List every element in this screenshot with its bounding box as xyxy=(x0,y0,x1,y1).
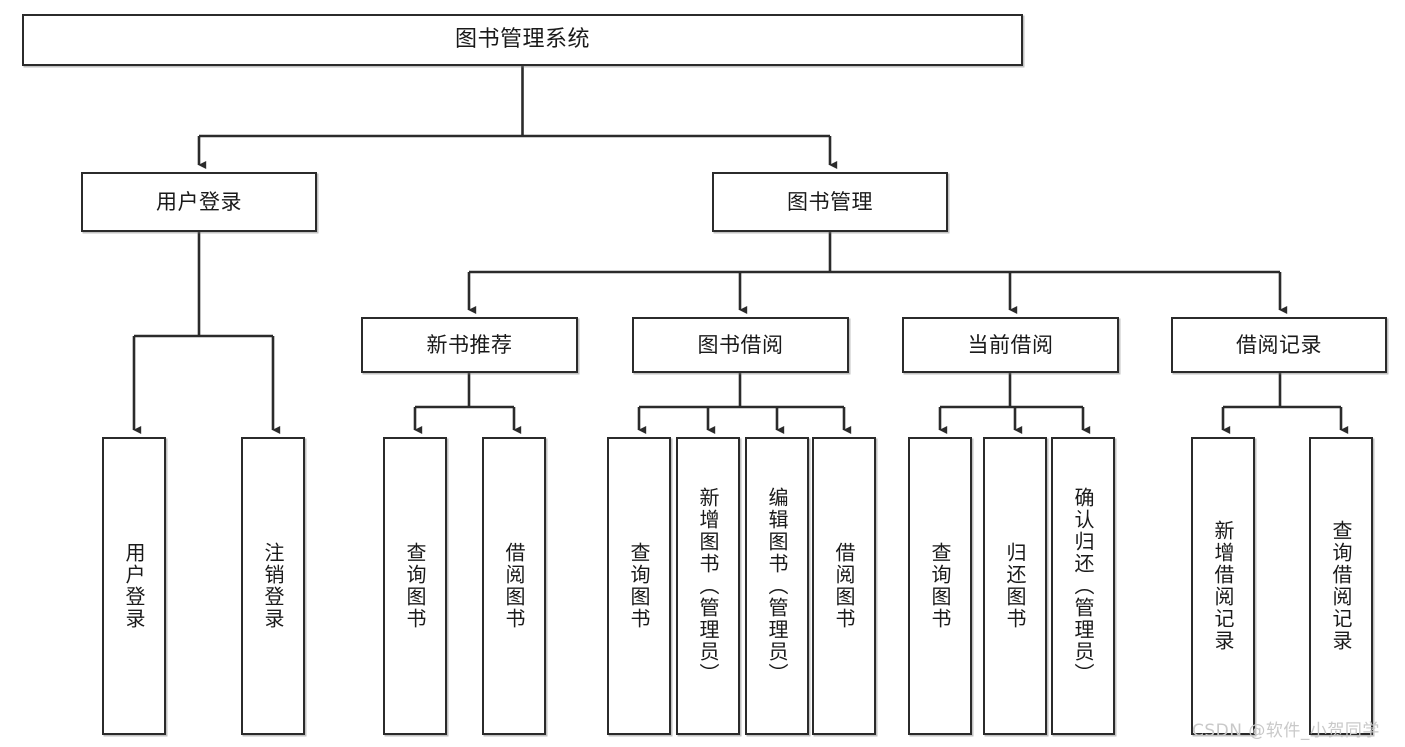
node-borrow-record[interactable]: 借阅记录 xyxy=(1171,317,1387,373)
node-leaf-edit-book-label: 编辑图书（管理员） xyxy=(765,487,789,685)
node-leaf-confirm-return[interactable]: 确认归还（管理员） xyxy=(1051,437,1115,735)
node-borrow-record-label: 借阅记录 xyxy=(1236,332,1322,357)
node-leaf-query-book-2-label: 查询图书 xyxy=(627,542,651,630)
node-book-manage[interactable]: 图书管理 xyxy=(712,172,948,232)
node-root[interactable]: 图书管理系统 xyxy=(22,14,1023,66)
node-leaf-add-book[interactable]: 新增图书（管理员） xyxy=(676,437,740,735)
node-leaf-query-book-3-label: 查询图书 xyxy=(928,542,952,630)
node-leaf-borrow-book-1-label: 借阅图书 xyxy=(502,542,526,630)
watermark: CSDN @软件_小贺同学 xyxy=(1192,716,1380,741)
node-leaf-query-book-1[interactable]: 查询图书 xyxy=(383,437,447,735)
watermark-text: CSDN @软件_小贺同学 xyxy=(1192,721,1380,741)
node-leaf-confirm-return-label: 确认归还（管理员） xyxy=(1071,487,1095,685)
node-user-login[interactable]: 用户登录 xyxy=(81,172,317,232)
node-leaf-borrow-book-1[interactable]: 借阅图书 xyxy=(482,437,546,735)
node-leaf-user-login-label: 用户登录 xyxy=(122,542,146,630)
node-leaf-add-record[interactable]: 新增借阅记录 xyxy=(1191,437,1255,735)
node-user-login-label: 用户登录 xyxy=(156,189,242,214)
node-leaf-return-book[interactable]: 归还图书 xyxy=(983,437,1047,735)
node-leaf-add-record-label: 新增借阅记录 xyxy=(1211,520,1235,652)
node-leaf-user-logout-label: 注销登录 xyxy=(261,542,285,630)
node-leaf-user-login[interactable]: 用户登录 xyxy=(102,437,166,735)
node-book-manage-label: 图书管理 xyxy=(787,189,873,214)
node-leaf-query-record[interactable]: 查询借阅记录 xyxy=(1309,437,1373,735)
node-leaf-add-book-label: 新增图书（管理员） xyxy=(696,487,720,685)
node-current-borrow[interactable]: 当前借阅 xyxy=(902,317,1119,373)
node-new-book-recommend-label: 新书推荐 xyxy=(426,332,513,357)
node-book-borrow-label: 图书借阅 xyxy=(697,332,784,357)
node-leaf-query-book-2[interactable]: 查询图书 xyxy=(607,437,671,735)
node-leaf-borrow-book-2[interactable]: 借阅图书 xyxy=(812,437,876,735)
node-book-borrow[interactable]: 图书借阅 xyxy=(632,317,849,373)
node-leaf-query-book-1-label: 查询图书 xyxy=(403,542,427,630)
node-root-label: 图书管理系统 xyxy=(454,27,590,53)
node-leaf-query-book-3[interactable]: 查询图书 xyxy=(908,437,972,735)
node-current-borrow-label: 当前借阅 xyxy=(967,332,1054,357)
node-new-book-recommend[interactable]: 新书推荐 xyxy=(361,317,578,373)
node-leaf-user-logout[interactable]: 注销登录 xyxy=(241,437,305,735)
node-leaf-edit-book[interactable]: 编辑图书（管理员） xyxy=(745,437,809,735)
node-leaf-query-record-label: 查询借阅记录 xyxy=(1329,520,1353,652)
node-leaf-borrow-book-2-label: 借阅图书 xyxy=(832,542,856,630)
node-leaf-return-book-label: 归还图书 xyxy=(1003,542,1027,630)
